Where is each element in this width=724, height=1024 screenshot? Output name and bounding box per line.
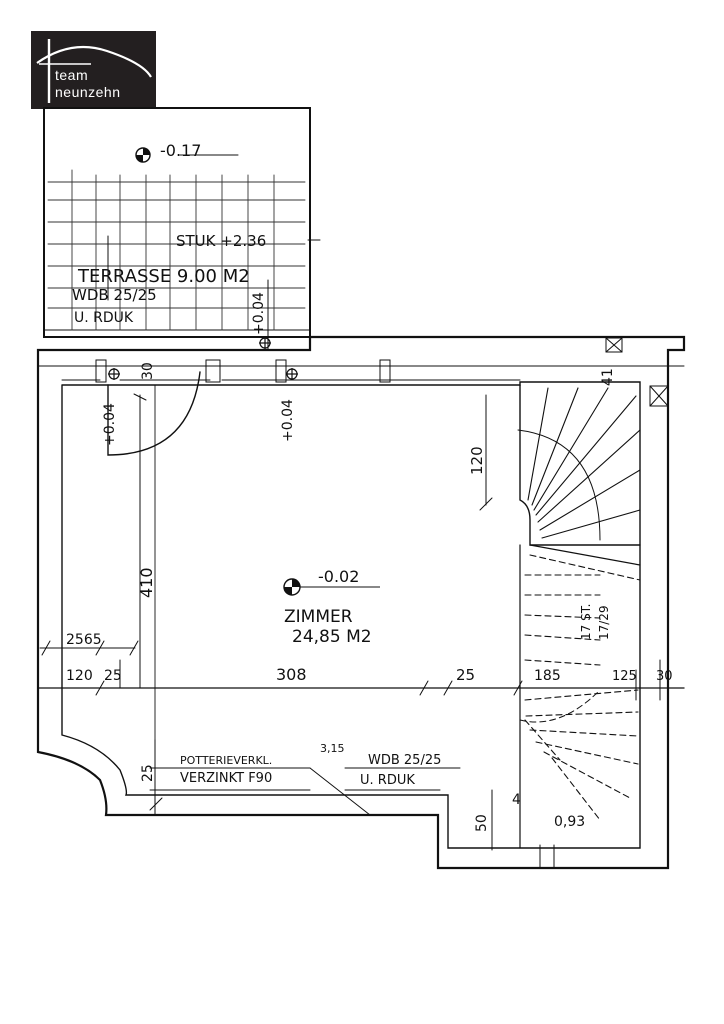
dim-125: 125 bbox=[612, 669, 637, 684]
room-area-label: 24,85 M2 bbox=[292, 627, 372, 647]
note-rduk: U. RDUK bbox=[360, 773, 415, 788]
dim-25c: 25 bbox=[140, 764, 156, 782]
stair-label-b: 17/29 bbox=[597, 605, 611, 640]
dimension-lines bbox=[39, 393, 661, 869]
door-swing bbox=[107, 371, 201, 456]
dim-30b: 30 bbox=[656, 669, 673, 684]
level-marker-room bbox=[283, 578, 301, 596]
stair-treads-lower bbox=[519, 554, 641, 821]
level-marker-terrace-door bbox=[259, 337, 271, 349]
note-verzinkt: VERZINKT F90 bbox=[180, 771, 272, 786]
logo-text-team: team bbox=[55, 67, 89, 83]
stair-foot-label: 0,93 bbox=[554, 814, 585, 830]
dim-410: 410 bbox=[137, 567, 156, 598]
stair-label-a: 17 ST. bbox=[579, 604, 593, 640]
terrace-rduk-label: U. RDUK bbox=[74, 310, 134, 326]
dim-120: 120 bbox=[66, 668, 93, 684]
terrace-tile-grid bbox=[47, 169, 306, 331]
dim-30: 30 bbox=[140, 362, 156, 380]
terrace-level-label: -0.17 bbox=[160, 141, 201, 160]
note-wdb: WDB 25/25 bbox=[368, 753, 441, 768]
terrace-wdb-label: WDB 25/25 bbox=[72, 286, 157, 304]
dim-185: 185 bbox=[534, 668, 561, 684]
dim-2565: 2565 bbox=[66, 632, 102, 648]
stair-treads-upper bbox=[517, 387, 641, 541]
stair-outline bbox=[519, 384, 641, 546]
level-mid-label: +0.04 bbox=[280, 399, 296, 442]
dim-25b: 25 bbox=[456, 666, 475, 684]
logo-text-neunzehn: neunzehn bbox=[55, 84, 121, 100]
room-name-label: ZIMMER bbox=[284, 607, 353, 627]
room-level-label: -0.02 bbox=[318, 567, 359, 586]
dim-308: 308 bbox=[276, 665, 307, 684]
level-marker-mid bbox=[286, 368, 298, 380]
building-outline bbox=[36, 335, 686, 870]
inner-wall bbox=[61, 381, 641, 849]
duct-box bbox=[605, 337, 669, 407]
dim-25a: 25 bbox=[104, 668, 122, 684]
level-marker-left bbox=[108, 368, 120, 380]
dim-120-top: 120 bbox=[468, 446, 486, 475]
terrace-vertical-level: +0.04 bbox=[251, 292, 267, 335]
level-marker-terrace bbox=[135, 147, 151, 163]
note-potterie: POTTERIEVERKL. bbox=[180, 754, 272, 767]
level-left-label: +0.04 bbox=[102, 403, 118, 446]
team-neunzehn-logo: team neunzehn bbox=[31, 31, 156, 109]
note-num: 3,15 bbox=[320, 742, 345, 755]
dim-41: 41 bbox=[600, 368, 616, 386]
dim-50: 50 bbox=[474, 814, 490, 832]
terrace-stuk-label: STUK +2.36 bbox=[176, 232, 266, 250]
stair-num-4: 4 bbox=[512, 792, 521, 808]
terrace-name-label: TERRASSE 9.00 M2 bbox=[77, 266, 250, 287]
logo-roof-icon bbox=[36, 39, 152, 103]
